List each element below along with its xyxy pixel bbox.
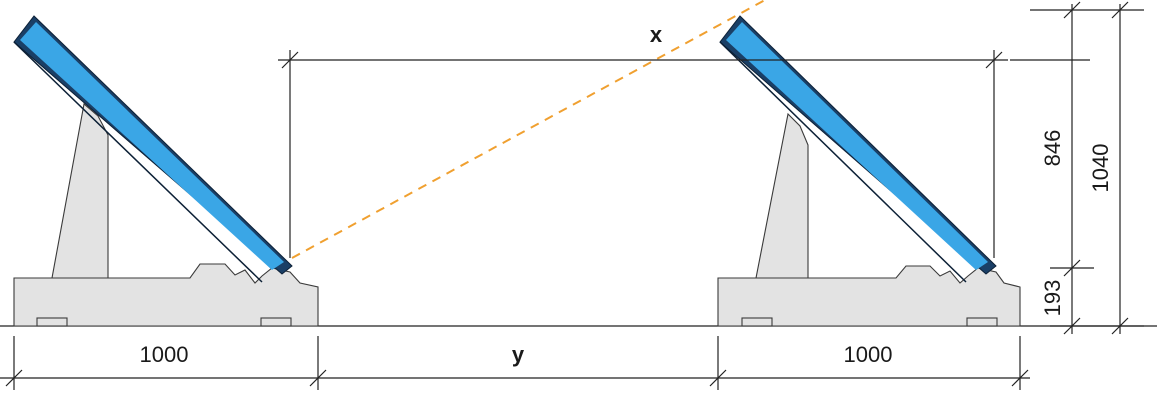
dimension-846-label: 846 [1040,130,1065,167]
dimension-1000-right-label: 1000 [844,342,893,367]
right-base-foot-left [741,317,773,327]
dimension-y-label: y [512,342,525,367]
right-mounting-unit [717,15,1021,327]
vertical-dimensions: 846 193 1040 [1010,1,1144,335]
left-mounting-unit [13,15,319,327]
bottom-dimensions: 1000 y 1000 [0,336,1030,390]
dimension-x-label: x [650,22,663,47]
shading-angle-line [291,0,766,259]
left-base-foot-right [260,317,292,327]
left-solar-panel [20,22,284,270]
right-panel-edge [719,41,967,283]
right-ballast-base [717,265,1021,327]
right-solar-panel [726,22,988,270]
left-support-leg [51,102,109,279]
dimension-1000-left-label: 1000 [140,342,189,367]
dimension-1040-label: 1040 [1088,144,1113,193]
right-support-leg [755,112,809,279]
dimension-x: x [278,22,1008,258]
right-base-foot-right [966,317,998,327]
left-ballast-base [13,263,319,327]
left-panel-edge [13,41,263,283]
left-base-foot-left [36,317,68,327]
dimension-193-label: 193 [1040,280,1065,317]
